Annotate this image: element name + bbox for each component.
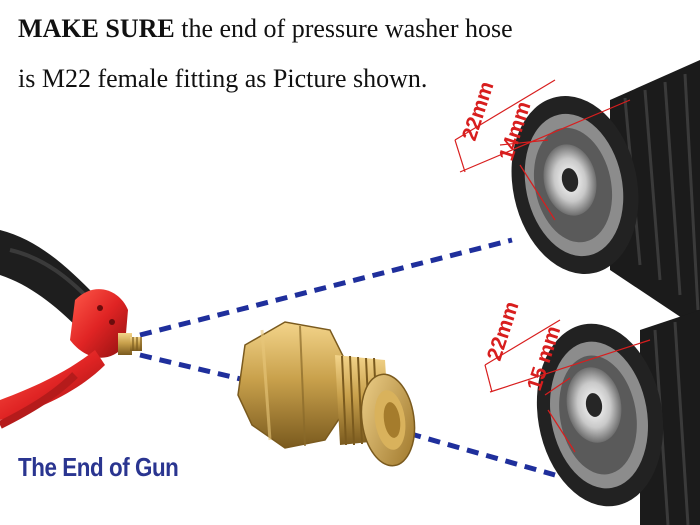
dimension-lines-bottom [484,319,651,453]
headline-line-1: MAKE SURE the end of pressure washer hos… [18,14,513,44]
hose-fitting-bottom [536,310,700,525]
spray-gun [0,230,142,429]
fitting-top-outer-diameter: 22mm [458,79,499,144]
brass-adapter [237,321,416,467]
fitting-bottom-outer-diameter: 22mm [483,299,524,364]
spray-gun-brass-tip [118,333,142,355]
gun-end-caption: The End of Gun [18,452,179,482]
headline-line-1-rest: the end of pressure washer hose [174,14,513,43]
connection-guide-lines [139,237,556,478]
headline-line-2: is M22 female fitting as Picture shown. [18,64,428,93]
hose-fitting-top [511,60,700,330]
dimension-lines-top [454,79,631,221]
hose-fitting-top-ridges [623,73,700,311]
spray-gun-trigger-guard [0,350,105,420]
headline-emphasis: MAKE SURE [18,14,175,43]
